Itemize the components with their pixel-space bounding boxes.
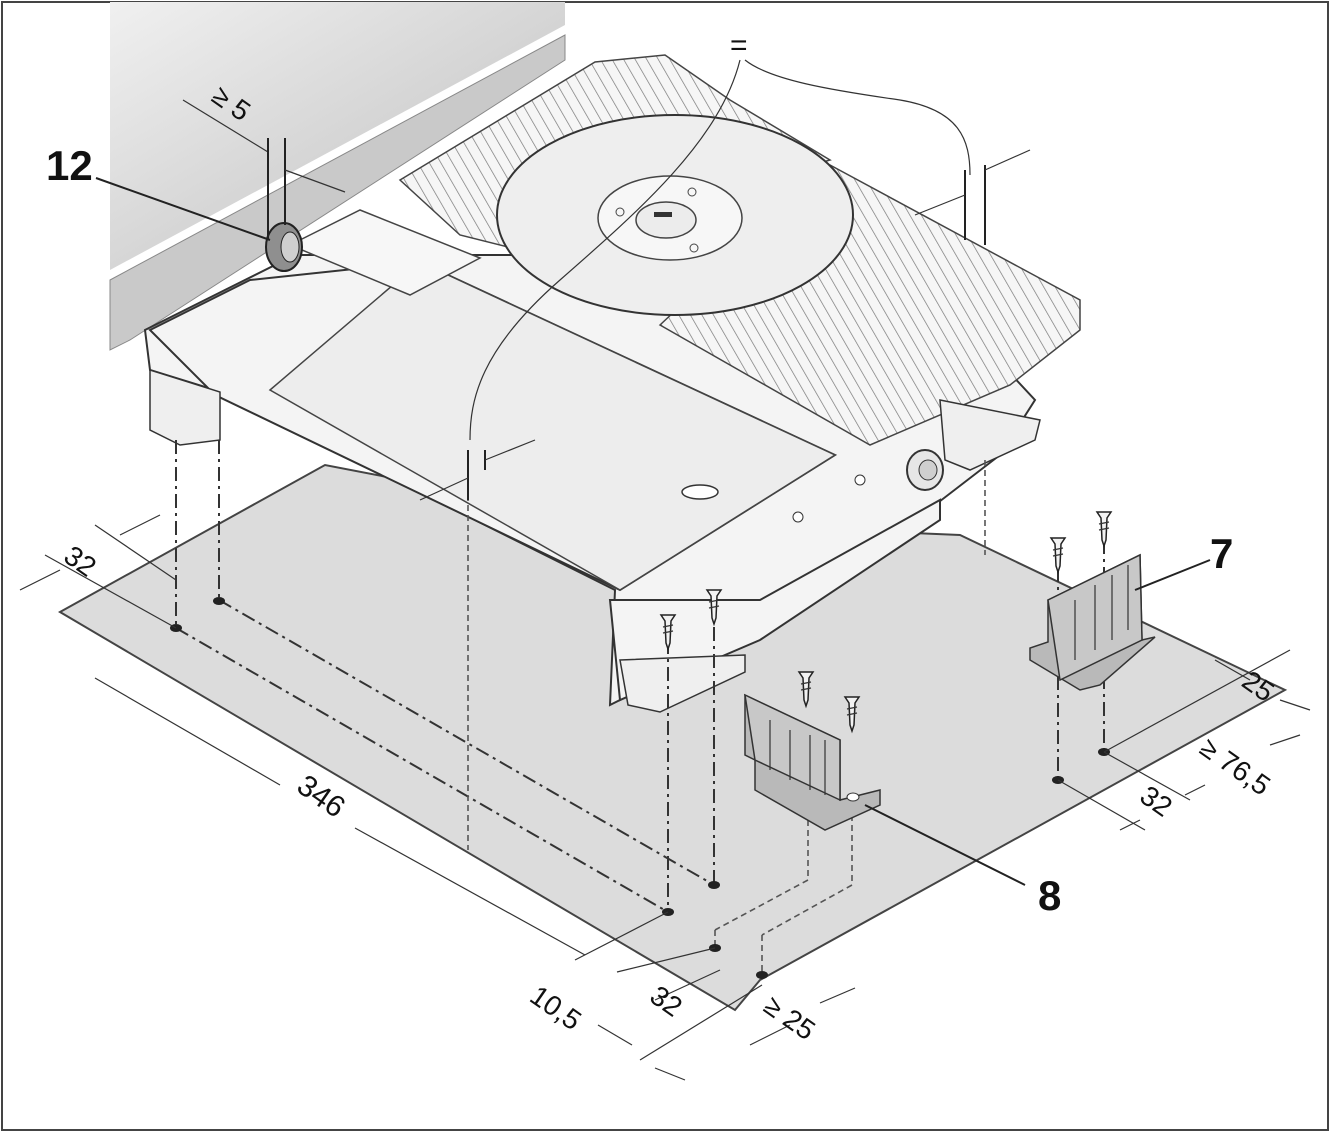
leader-12 (95, 177, 271, 241)
dim-10-5: 10,5 (525, 980, 587, 1037)
dim-equal: = (730, 29, 748, 62)
dimension-lines (19, 99, 1311, 1081)
dim-32-right: 32 (1135, 780, 1178, 823)
equal-curve-right (744, 59, 971, 176)
slicer-machine (143, 54, 1081, 713)
dim-76-5: ≥ 76,5 (1195, 732, 1276, 802)
callout-12: 12 (46, 142, 93, 189)
dim-32-bottom: 32 (645, 980, 688, 1023)
dim-32-left: 32 (59, 540, 102, 583)
leader-7 (1134, 559, 1211, 591)
screws (659, 511, 1113, 734)
callout-8: 8 (1038, 872, 1061, 919)
callout-7: 7 (1210, 530, 1233, 577)
wall-edge (109, 34, 566, 351)
dim-min25-bottom: ≥ 25 (759, 990, 821, 1047)
equal-curve-left (469, 59, 741, 441)
bracket-7 (1029, 553, 1156, 691)
bracket-8 (744, 693, 881, 831)
leader-8 (864, 804, 1026, 886)
wall-surface (110, 2, 565, 270)
